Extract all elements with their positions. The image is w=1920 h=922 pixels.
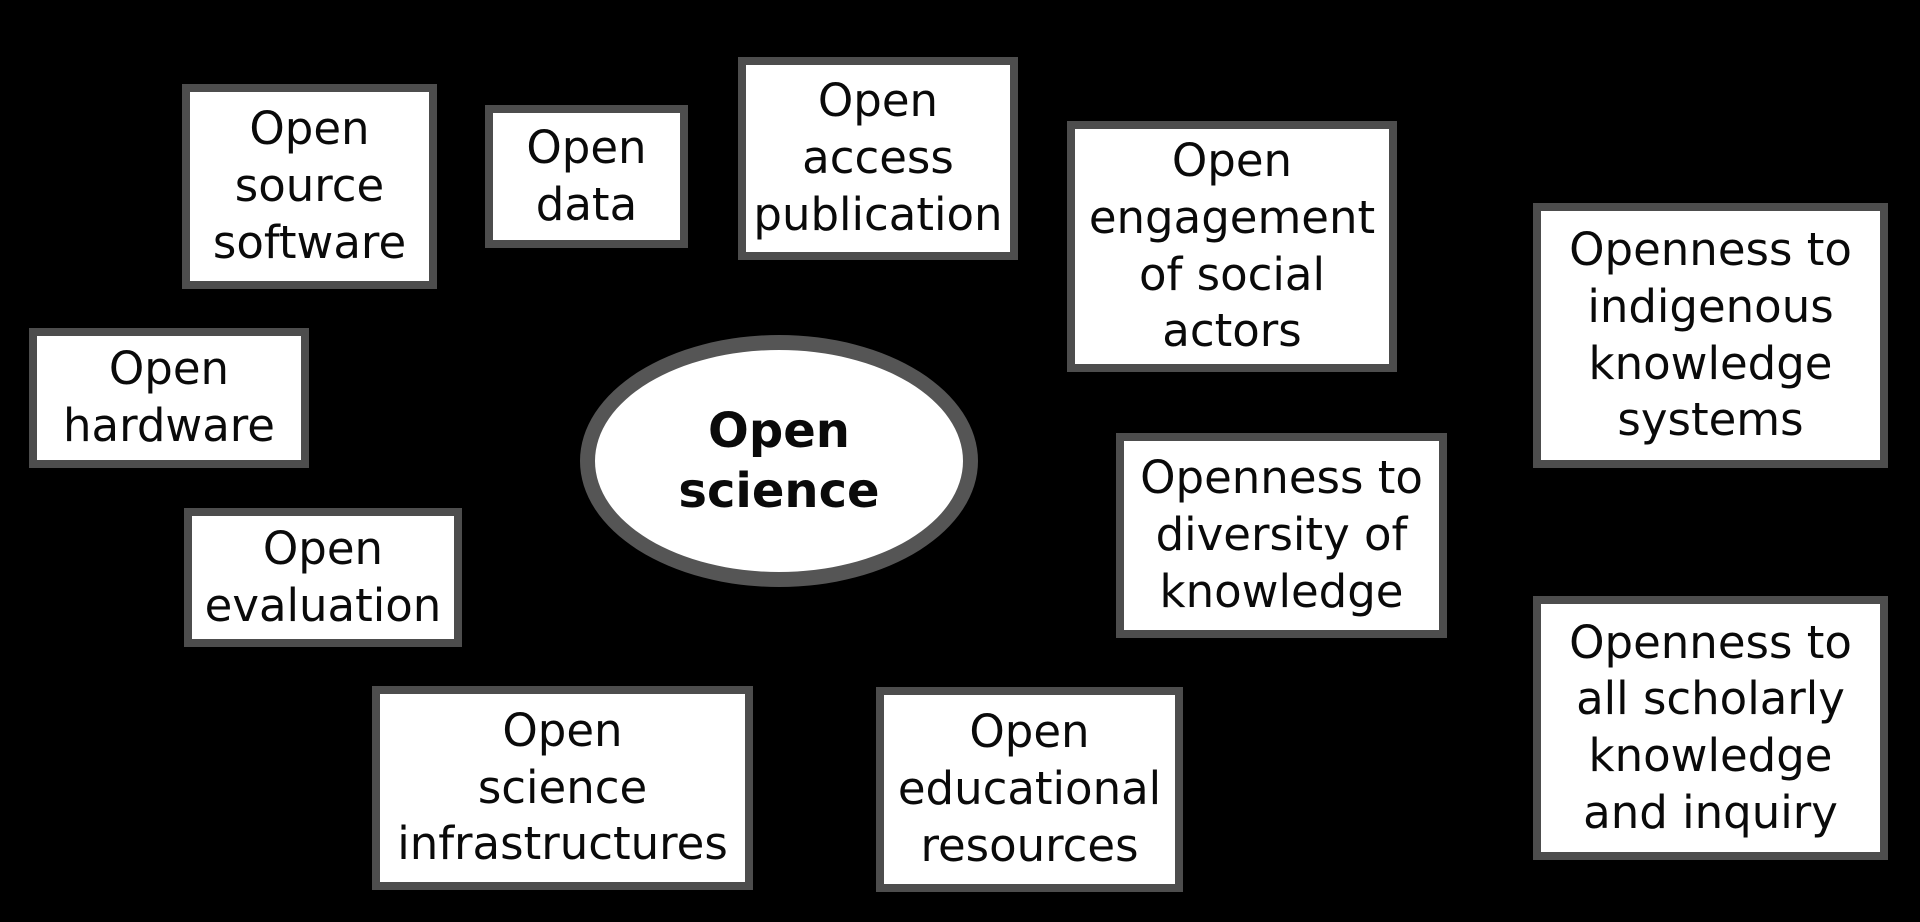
node-openness-to-all-scholarly-knowledge-and-inquiry: Openness to all scholarly knowledge and … [1533,596,1888,860]
node-open-educational-resources: Open educational resources [876,687,1183,892]
node-open-hardware: Open hardware [29,328,309,468]
node-label: Open hardware [63,342,275,452]
node-label: Open access publication [753,74,1003,241]
center-label: Open science [678,403,880,519]
node-open-evaluation: Open evaluation [184,508,462,647]
node-label: Open evaluation [204,521,442,632]
node-label: Openness to diversity of knowledge [1140,451,1423,618]
node-open-science-center: Open science [580,335,978,587]
node-open-data: Open data [485,105,688,248]
node-label: Openness to all scholarly knowledge and … [1569,615,1852,839]
node-label: Open science infrastructures [397,703,728,871]
node-open-access-publication: Open access publication [738,57,1018,260]
node-label: Open engagement of social actors [1088,134,1376,358]
node-open-source-software: Open source software [182,84,437,289]
node-openness-to-indigenous-knowledge-systems: Openness to indigenous knowledge systems [1533,203,1888,468]
node-label: Open source software [212,102,407,269]
node-label: Openness to indigenous knowledge systems [1569,223,1852,447]
node-open-science-infrastructures: Open science infrastructures [372,686,753,890]
node-label: Open data [526,120,647,231]
node-openness-to-diversity-of-knowledge: Openness to diversity of knowledge [1116,433,1447,638]
node-open-engagement-of-social-actors: Open engagement of social actors [1067,121,1397,372]
node-label: Open educational resources [897,705,1162,872]
